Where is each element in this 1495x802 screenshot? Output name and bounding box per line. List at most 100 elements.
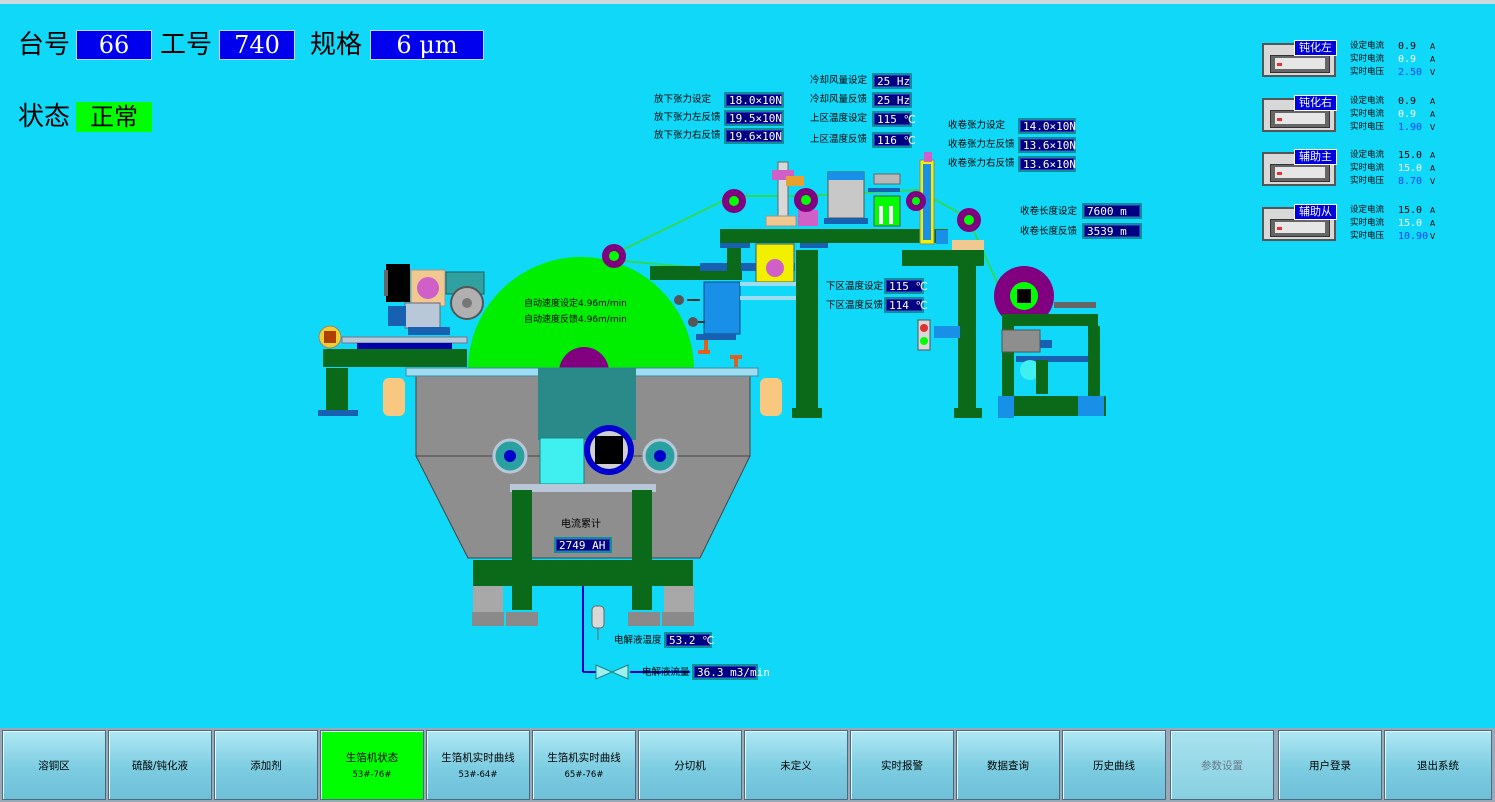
length-feedback-label: 收卷长度反馈: [1020, 226, 1078, 237]
nav-label: 实时报警: [881, 759, 923, 772]
current-total-label: 电流累计: [561, 519, 601, 530]
ps-title[interactable]: 钝化左: [1294, 40, 1337, 56]
left-platform: [323, 349, 467, 367]
nav-foil-machine-status[interactable]: 生箔机状态 53#-76#: [320, 730, 424, 800]
nav-additive[interactable]: 添加剂: [214, 730, 318, 800]
nav-realtime-curve-2[interactable]: 生箔机实时曲线 65#-76#: [532, 730, 636, 800]
ps-unit-a: A: [1430, 110, 1436, 119]
ps-title[interactable]: 辅助主: [1294, 149, 1337, 165]
length-set-value: 7600 m: [1082, 203, 1142, 219]
nav-acid-passivation[interactable]: 硫酸/钝化液: [108, 730, 212, 800]
upper-temp-set-label: 上区温度设定: [810, 113, 868, 124]
ps-real-i-value: 15.0: [1398, 163, 1423, 174]
winding-right-value: 13.6×10N: [1018, 156, 1076, 172]
nav-label: 硫酸/钝化液: [131, 759, 189, 772]
tank-left-support: [383, 378, 405, 416]
unwind-set-label: 放下张力设定: [654, 94, 712, 105]
ps-real-v-value: 8.70: [1398, 176, 1423, 187]
ps-unit-a: A: [1430, 164, 1436, 173]
ps-unit-a: A: [1430, 55, 1436, 64]
nav-data-query[interactable]: 数据查询: [956, 730, 1060, 800]
ps-real-v-value: 1.90: [1398, 122, 1423, 133]
nav-label: 参数设置: [1201, 759, 1243, 772]
lower-temp-set-value: 115 ℃: [884, 278, 928, 294]
lower-temp-feedback-value: 114 ℃: [884, 297, 928, 313]
nav-history-curve[interactable]: 历史曲线: [1062, 730, 1166, 800]
motor: [386, 264, 410, 302]
electrolyte-flow-label: 电解液流量: [642, 667, 690, 678]
upper-temp-feedback-label: 上区温度反馈: [810, 134, 868, 145]
ps-real-i-label: 实时电流: [1350, 163, 1385, 173]
nav-realtime-curve-1[interactable]: 生箔机实时曲线 53#-64#: [426, 730, 530, 800]
thermometer-icon: [591, 605, 605, 629]
unwind-right-label: 放下张力右反馈: [654, 130, 721, 141]
ps-title[interactable]: 钝化右: [1294, 95, 1337, 111]
ps-unit-a: A: [1430, 151, 1436, 160]
middle-column: [796, 250, 818, 410]
electrolyte-temp-label: 电解液温度: [614, 635, 662, 646]
ps-set-value: 15.0: [1398, 150, 1423, 161]
ps-unit-a: A: [1430, 206, 1436, 215]
ps-set-value: 0.9: [1398, 41, 1417, 52]
cooling-feedback-value: 25 Hz: [872, 92, 912, 108]
nav-label: 未定义: [780, 759, 812, 772]
winding-set-value: 14.0×10N: [1018, 118, 1076, 134]
nav-label: 生箔机实时曲线: [441, 752, 515, 764]
length-set-label: 收卷长度设定: [1020, 206, 1078, 217]
unwind-left-value: 19.5×10N: [724, 110, 784, 126]
nav-label: 生箔机状态: [345, 752, 399, 764]
nav-label: 数据查询: [987, 759, 1029, 772]
worker-no-value: 740: [219, 30, 295, 60]
ps-unit-v: V: [1430, 68, 1436, 77]
ps-set-value: 0.9: [1398, 96, 1417, 107]
ps-real-i-value: 0.9: [1398, 54, 1417, 65]
lower-temp-feedback-label: 下区温度反馈: [826, 300, 884, 311]
unwind-set-value: 18.0×10N: [724, 92, 784, 108]
electrolyte-flow-value: 36.3 m3/min: [692, 664, 770, 680]
ps-real-v-label: 实时电压: [1350, 67, 1385, 77]
ps-set-label: 设定电流: [1350, 96, 1385, 106]
spec-label: 规格: [310, 30, 363, 60]
ps-real-v-label: 实时电压: [1350, 176, 1385, 186]
winding-right-label: 收卷张力右反馈: [948, 158, 1015, 169]
tank-bottom: [415, 455, 751, 559]
ps-set-label: 设定电流: [1350, 150, 1385, 160]
cooling-set-label: 冷却风量设定: [810, 75, 868, 86]
ps-set-label: 设定电流: [1350, 41, 1385, 51]
ps-real-i-value: 0.9: [1398, 109, 1417, 120]
ps-unit-a: A: [1430, 219, 1436, 228]
nav-parameter-settings[interactable]: 参数设置: [1170, 730, 1274, 800]
unwind-left-label: 放下张力左反馈: [654, 112, 721, 123]
status-badge: 正常: [76, 102, 152, 132]
electrolyte-temp-value: 53.2 ℃: [664, 632, 714, 648]
ps-unit-v: V: [1430, 177, 1436, 186]
ps-set-label: 设定电流: [1350, 205, 1385, 215]
ps-unit-a: A: [1430, 97, 1436, 106]
machine-no-value: 66: [76, 30, 152, 60]
unwind-right-value: 19.6×10N: [724, 128, 784, 144]
nav-slitter[interactable]: 分切机: [638, 730, 742, 800]
nav-sub-label: 65#-76#: [564, 770, 604, 780]
nav-user-login[interactable]: 用户登录: [1278, 730, 1382, 800]
nav-copper-dissolving[interactable]: 溶铜区: [2, 730, 106, 800]
nav-sub-label: 53#-76#: [352, 770, 392, 780]
nav-exit-system[interactable]: 退出系统: [1384, 730, 1492, 800]
nav-label: 退出系统: [1417, 759, 1459, 772]
valve-icon: [595, 664, 614, 680]
cooling-feedback-label: 冷却风量反馈: [810, 94, 868, 105]
nav-label: 历史曲线: [1093, 759, 1135, 772]
nav-sub-label: 53#-64#: [458, 770, 498, 780]
ps-set-value: 15.0: [1398, 205, 1423, 216]
upper-beam: [720, 229, 948, 243]
cathode-drum: [468, 257, 694, 370]
speed-set-text: 自动速度设定4.96m/min: [524, 299, 627, 309]
ps-real-i-label: 实时电流: [1350, 109, 1385, 119]
nav-undefined[interactable]: 未定义: [744, 730, 848, 800]
spec-value: 6 μm: [370, 30, 484, 60]
ps-real-v-value: 10.90: [1398, 231, 1429, 242]
nav-realtime-alarm[interactable]: 实时报警: [850, 730, 954, 800]
bottom-nav-bar: 溶铜区 硫酸/钝化液 添加剂 生箔机状态 53#-76# 生箔机实时曲线 53#-6…: [0, 728, 1495, 802]
tank-base: [473, 560, 693, 586]
nav-label: 生箔机实时曲线: [547, 752, 621, 764]
ps-title[interactable]: 辅助从: [1294, 204, 1337, 220]
